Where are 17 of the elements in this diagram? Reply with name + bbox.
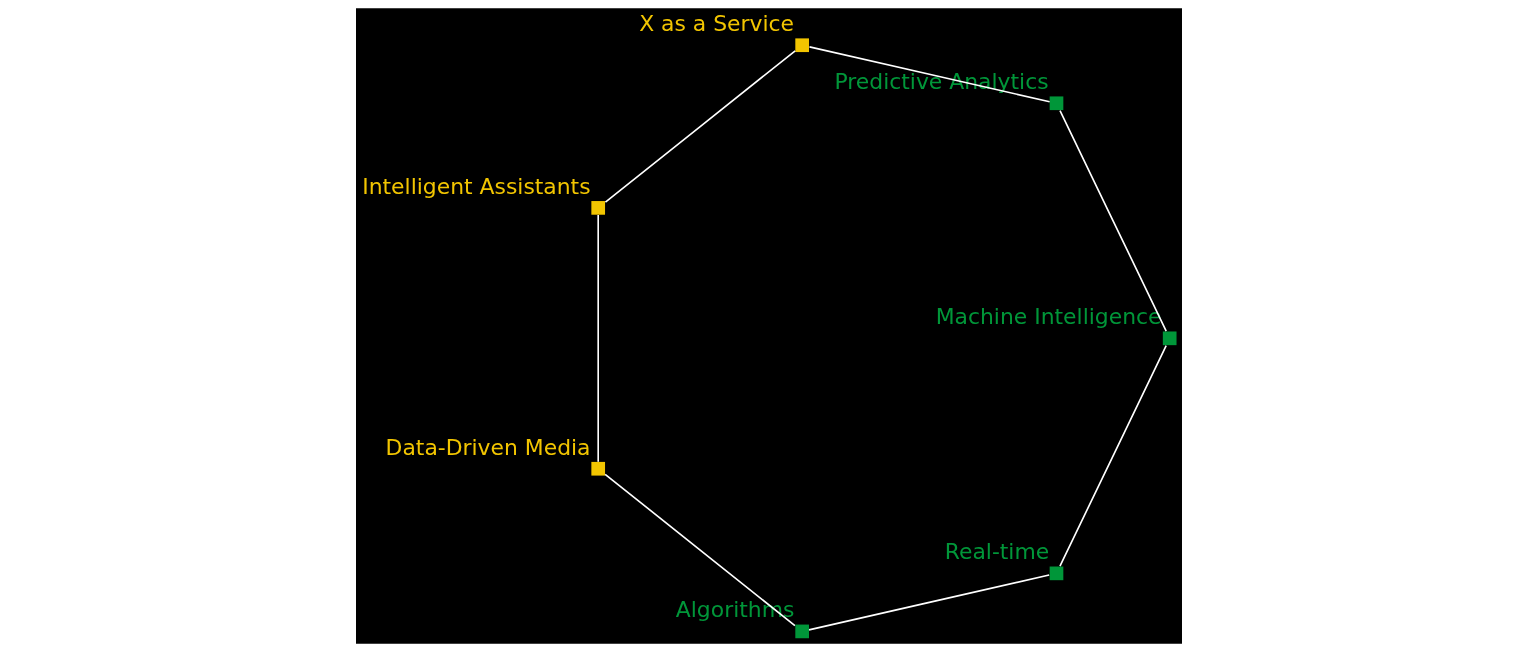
node-box <box>1049 96 1063 111</box>
connector <box>1058 344 1167 567</box>
node-label: Real-time <box>944 539 1049 565</box>
connector <box>1058 109 1167 332</box>
node-box <box>590 461 605 476</box>
node-box <box>794 38 809 53</box>
node-label: Data-Driven Media <box>385 434 591 460</box>
connector <box>807 574 1050 631</box>
node-box <box>590 201 605 215</box>
node-box <box>1049 566 1063 581</box>
node-label: X as a Service <box>638 11 794 37</box>
connector <box>604 49 796 203</box>
node-box <box>1162 331 1177 346</box>
connector <box>596 214 599 463</box>
node-box <box>794 624 809 639</box>
node-label: Intelligent Assistants <box>361 173 591 199</box>
connector <box>603 473 796 627</box>
